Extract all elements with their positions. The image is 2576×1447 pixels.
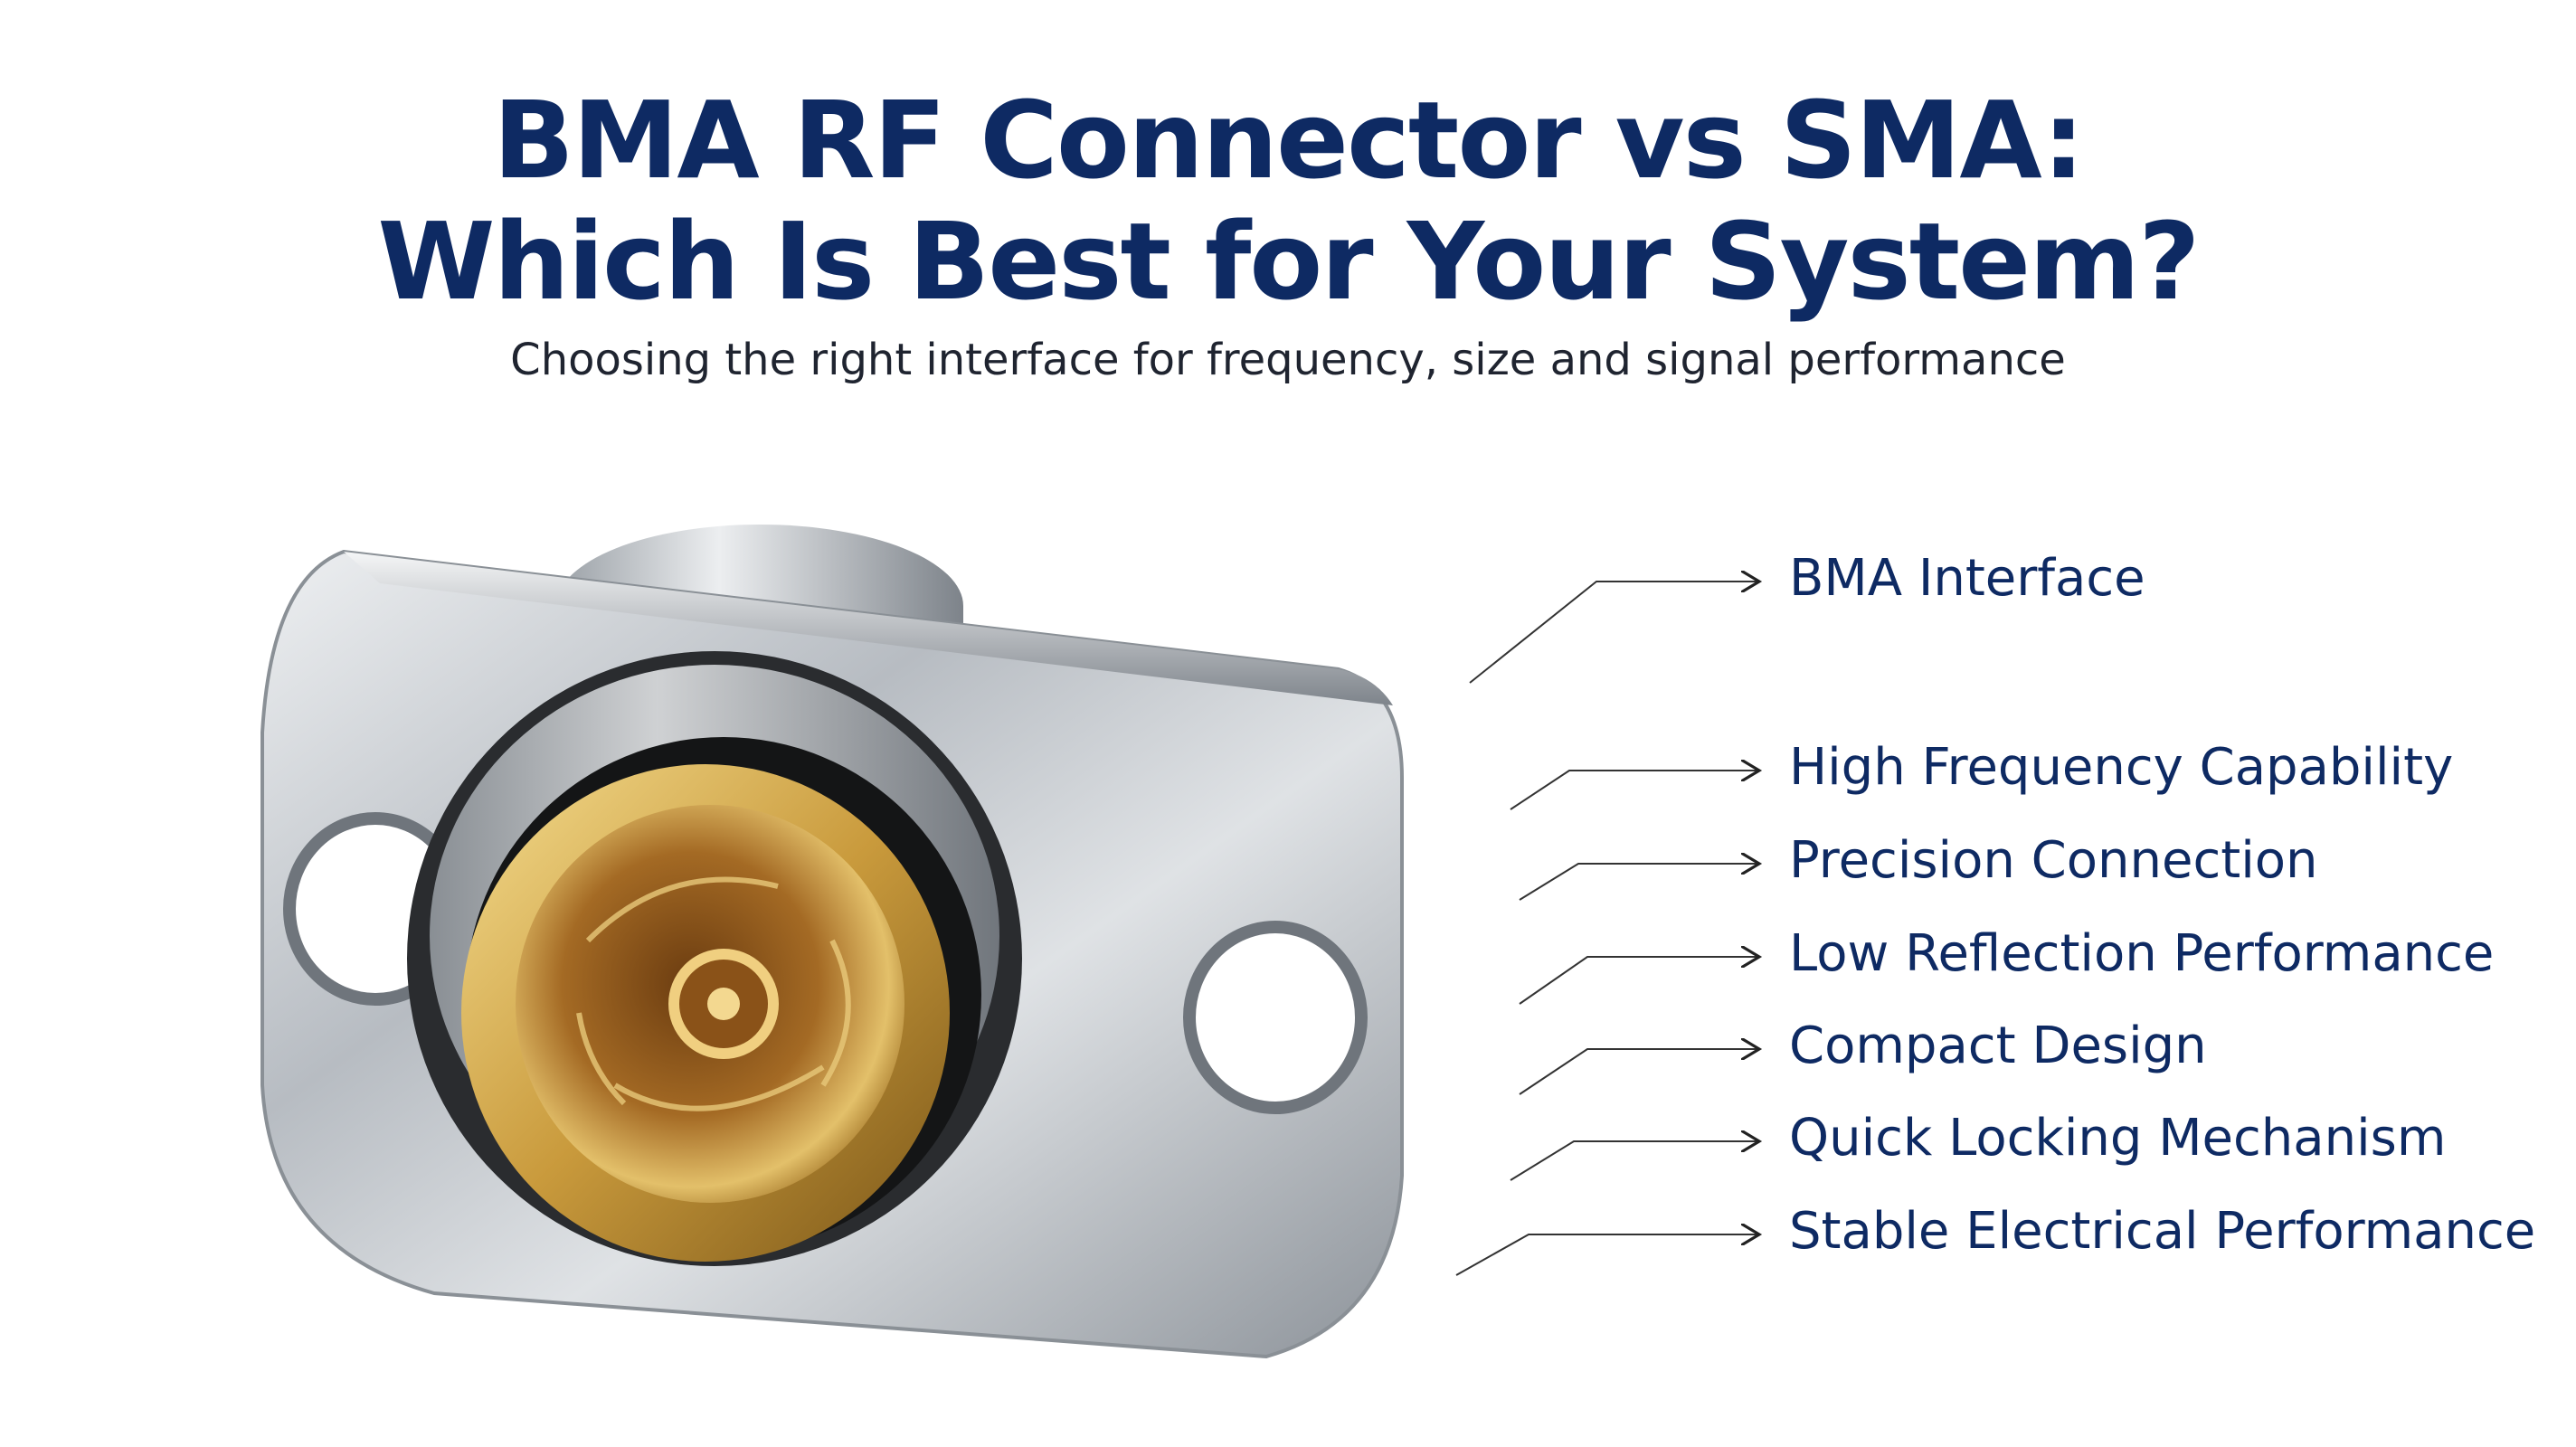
leader-high-frequency bbox=[1510, 771, 1759, 810]
feature-low-reflection: Low Reflection Performance bbox=[1789, 924, 2495, 983]
mounting-hole-right bbox=[1183, 921, 1368, 1114]
spring-fingers bbox=[576, 876, 851, 1111]
subtitle: Choosing the right interface for frequen… bbox=[510, 335, 2066, 385]
feature-high-frequency: High Frequency Capability bbox=[1789, 738, 2454, 797]
center-pin bbox=[707, 988, 740, 1020]
leader-quick-locking bbox=[1510, 1141, 1759, 1181]
leader-compact bbox=[1519, 1049, 1759, 1095]
page-title: BMA RF Connector vs SMA: Which Is Best f… bbox=[0, 80, 2576, 322]
bma-connector-image bbox=[260, 525, 1404, 1359]
leader-low-reflection bbox=[1519, 957, 1759, 1005]
leader-precision bbox=[1519, 864, 1759, 901]
leader-stable bbox=[1455, 1234, 1759, 1276]
feature-compact-design: Compact Design bbox=[1789, 1017, 2207, 1075]
feature-quick-locking: Quick Locking Mechanism bbox=[1789, 1109, 2447, 1168]
title-line-1: BMA RF Connector vs SMA: bbox=[492, 78, 2085, 203]
leader-bma-interface bbox=[1469, 582, 1759, 684]
flange-top-edge bbox=[344, 552, 1393, 705]
feature-precision-connection: Precision Connection bbox=[1789, 831, 2318, 890]
feature-bma-interface: BMA Interface bbox=[1789, 549, 2145, 608]
feature-stable-electrical: Stable Electrical Performance bbox=[1789, 1202, 2536, 1261]
title-line-2: Which Is Best for Your System? bbox=[377, 199, 2200, 324]
